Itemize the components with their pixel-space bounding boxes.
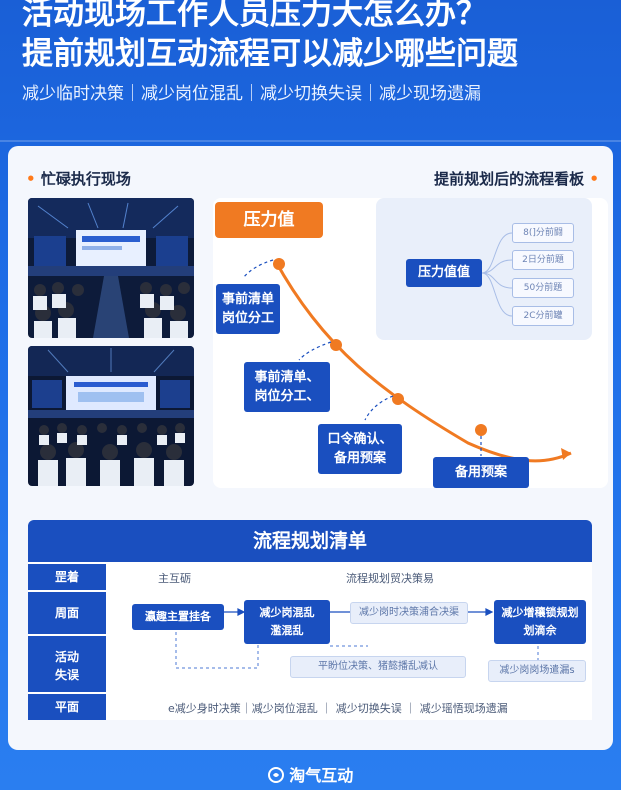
step-box-3-line1: 口令确认、 <box>327 432 393 447</box>
row-label-3-line2: 失误 <box>54 668 79 682</box>
row1-cell-1: 主互砺 <box>158 572 191 585</box>
board-center-node: 压力值值 <box>406 259 482 287</box>
subtitle-line: 减少临时决策｜减少岗位混乱｜减少切换失误｜减少现场遗漏 <box>22 84 481 104</box>
step-box-2-line2: 岗位分工、 <box>254 389 320 404</box>
flow-box-2: 减少岗混乱 濫混乱 <box>244 600 330 644</box>
event-photo-bottom <box>28 346 194 486</box>
flow-box-2-line2: 濫混乱 <box>270 624 304 637</box>
flow-box-1: 瀛趣主置挂各 <box>132 604 224 630</box>
title-block: 活动现场工作人员压力大怎么办？ 提前规划互动流程可以减少哪些问题 减少临时决策｜… <box>22 0 612 106</box>
left-section-text: 忙碌执行现场 <box>40 170 131 188</box>
process-checklist: 流程规划清单 罡着 主互砺 流程规划贸决策易 周面 活动 失误 平面 瀛趣主置挂… <box>28 520 592 720</box>
board-item-1: 8(]分前闘 <box>512 223 574 243</box>
swirl-logo-icon <box>267 767 284 783</box>
flow-board: 压力值值 8(]分前闘 2日分前題 50分前題 2C分前罐 <box>376 198 592 340</box>
flow-box-3: 减少增穰锁规划 划滴佘 <box>494 600 586 644</box>
row-label-1: 罡着 <box>28 564 106 590</box>
step-box-2: 事前清单、 岗位分工、 <box>244 362 330 412</box>
row-label-3: 活动 失误 <box>28 636 106 692</box>
step-box-4: 备用预案 <box>433 457 529 488</box>
left-section-label: • 忙碌执行现场 <box>26 168 131 189</box>
step-box-3-line2: 备用预案 <box>333 451 386 466</box>
row-label-2: 周面 <box>28 592 106 634</box>
pressure-value-pill: 压力值 <box>215 202 323 238</box>
event-photo-top <box>28 198 194 338</box>
flow-soft-3: 减少岗岗场遣漏s <box>488 660 586 682</box>
step-box-1: 事前清单 岗位分工 <box>216 284 280 334</box>
bottom-row-text: e减少身时决策｜减少岗位混乱 ｜ 减少切换失误 ｜ 减少瑶悟现场遗漏 <box>168 702 508 715</box>
flow-box-3-line2: 划滴佘 <box>523 624 557 637</box>
right-section-label: 提前规划后的流程看板 • <box>434 168 599 189</box>
flow-soft-1: 减少岗时决策浦合决渠 <box>350 602 468 624</box>
flow-soft-2: 平盼位决策、猪懿播乱减认 <box>290 656 466 678</box>
step-box-1-line2: 岗位分工 <box>221 311 274 326</box>
left-section-dot: • <box>26 170 36 188</box>
flow-box-2-line1: 减少岗混乱 <box>259 606 315 619</box>
content-card: • 忙碌执行现场 提前规划后的流程看板 • <box>8 146 613 750</box>
board-item-3: 50分前題 <box>512 278 574 298</box>
step-box-4-line1: 备用预案 <box>454 465 507 480</box>
board-item-2: 2日分前題 <box>512 250 574 270</box>
checklist-header: 流程规划清单 <box>28 520 592 562</box>
board-item-4: 2C分前罐 <box>512 306 574 326</box>
row-label-4: 平面 <box>28 694 106 720</box>
step-box-2-line1: 事前清单、 <box>254 370 320 385</box>
row1-cell-2: 流程规划贸决策易 <box>346 572 434 585</box>
right-section-dot: • <box>589 170 599 188</box>
main-title-line2: 提前规划互动流程可以减少哪些问题 <box>22 36 518 72</box>
right-section-text: 提前规划后的流程看板 <box>434 170 585 188</box>
step-box-3: 口令确认、 备用预案 <box>318 424 402 474</box>
step-box-1-line1: 事前清单 <box>221 292 274 307</box>
row-label-3-line1: 活动 <box>54 650 79 664</box>
main-title-line1: 活动现场工作人员压力大怎么办？ <box>22 0 487 32</box>
footer-brand-text: 淘气互动 <box>289 766 354 785</box>
footer-brand: 淘气互动 <box>0 762 621 786</box>
flow-box-3-line1: 减少增穰锁规划 <box>501 606 579 619</box>
pressure-curve-graphic <box>242 258 572 463</box>
header-divider <box>0 140 621 142</box>
